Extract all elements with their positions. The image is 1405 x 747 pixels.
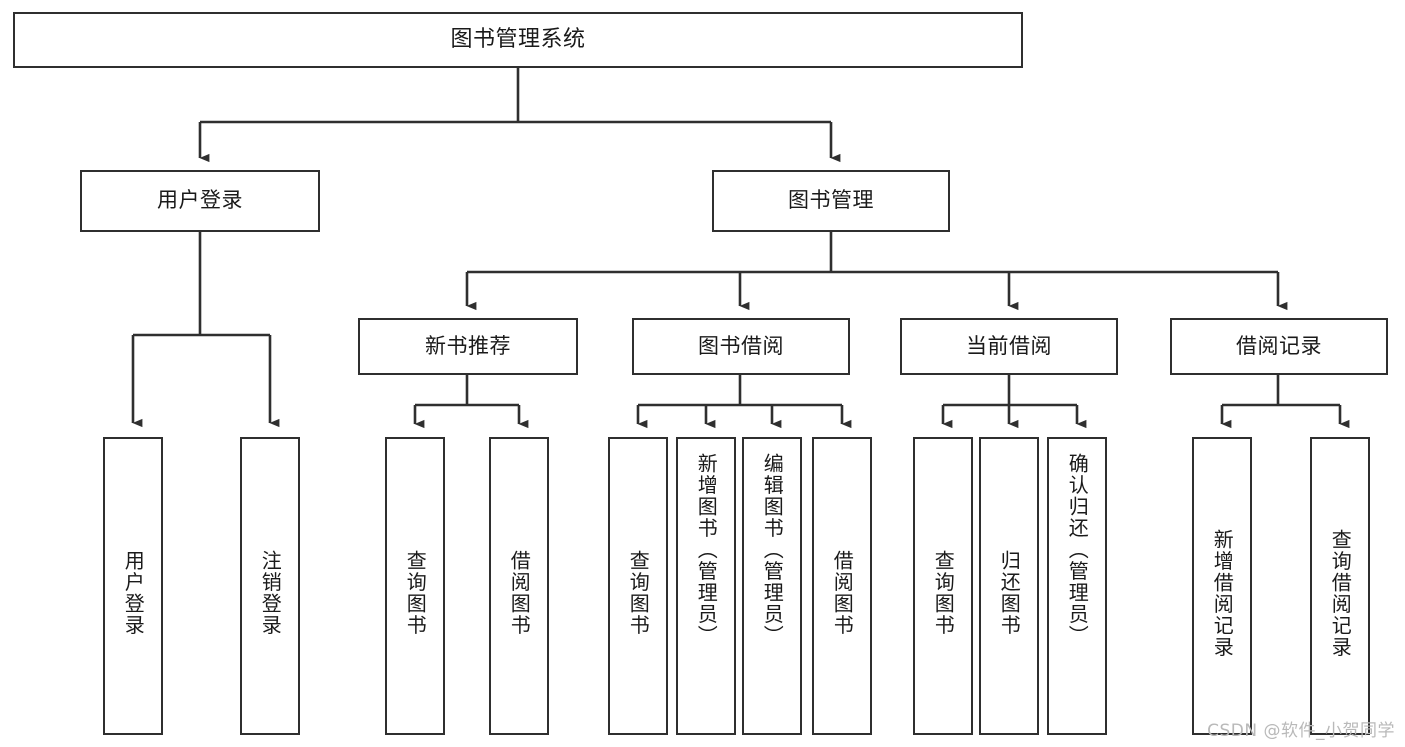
node-label: 注销登录 xyxy=(258,550,283,636)
node-label: 用户登录 xyxy=(121,550,146,636)
node-label: 图书借阅 xyxy=(698,333,784,358)
leaf-new-book-borrow-books[interactable]: 借阅图书 xyxy=(489,437,549,735)
node-label: 图书管理 xyxy=(788,188,874,213)
node-label: 查询图书 xyxy=(403,550,428,636)
leaf-user-login-login[interactable]: 用户登录 xyxy=(103,437,163,735)
node-label: 查询图书 xyxy=(626,550,651,636)
node-label: 当前借阅 xyxy=(966,333,1052,358)
node-label: 借阅图书 xyxy=(830,550,855,636)
node-book-management[interactable]: 图书管理 xyxy=(712,170,950,232)
node-label: 图书管理系统 xyxy=(450,26,586,52)
node-borrowing-records[interactable]: 借阅记录 xyxy=(1170,318,1388,375)
leaf-current-query-books[interactable]: 查询图书 xyxy=(913,437,973,735)
leaf-borrow-add-book-admin[interactable]: 新增图书（管理员） xyxy=(676,437,736,735)
node-current-borrowing[interactable]: 当前借阅 xyxy=(900,318,1118,375)
node-label: 用户登录 xyxy=(157,188,243,213)
node-book-borrowing[interactable]: 图书借阅 xyxy=(632,318,850,375)
leaf-borrow-edit-book-admin[interactable]: 编辑图书（管理员） xyxy=(742,437,802,735)
leaf-new-book-query-books[interactable]: 查询图书 xyxy=(385,437,445,735)
node-label: 查询借阅记录 xyxy=(1328,528,1353,658)
node-label: 确认归还（管理员） xyxy=(1065,453,1090,647)
leaf-record-query-borrow-record[interactable]: 查询借阅记录 xyxy=(1310,437,1370,735)
node-label: 查询图书 xyxy=(931,550,956,636)
node-label: 借阅记录 xyxy=(1236,333,1322,358)
leaf-user-login-logout[interactable]: 注销登录 xyxy=(240,437,300,735)
leaf-current-confirm-return-admin[interactable]: 确认归还（管理员） xyxy=(1047,437,1107,735)
leaf-borrow-borrow-books[interactable]: 借阅图书 xyxy=(812,437,872,735)
leaf-current-return-books[interactable]: 归还图书 xyxy=(979,437,1039,735)
leaf-record-add-borrow-record[interactable]: 新增借阅记录 xyxy=(1192,437,1252,735)
node-label: 借阅图书 xyxy=(507,550,532,636)
node-label: 编辑图书（管理员） xyxy=(760,453,785,647)
node-label: 归还图书 xyxy=(997,550,1022,636)
leaf-borrow-query-books[interactable]: 查询图书 xyxy=(608,437,668,735)
node-label: 新书推荐 xyxy=(425,333,511,358)
node-user-login[interactable]: 用户登录 xyxy=(80,170,320,232)
node-new-book-recommendation[interactable]: 新书推荐 xyxy=(358,318,578,375)
node-label: 新增图书（管理员） xyxy=(694,453,719,647)
node-root-book-management-system[interactable]: 图书管理系统 xyxy=(13,12,1023,68)
node-label: 新增借阅记录 xyxy=(1210,528,1235,658)
